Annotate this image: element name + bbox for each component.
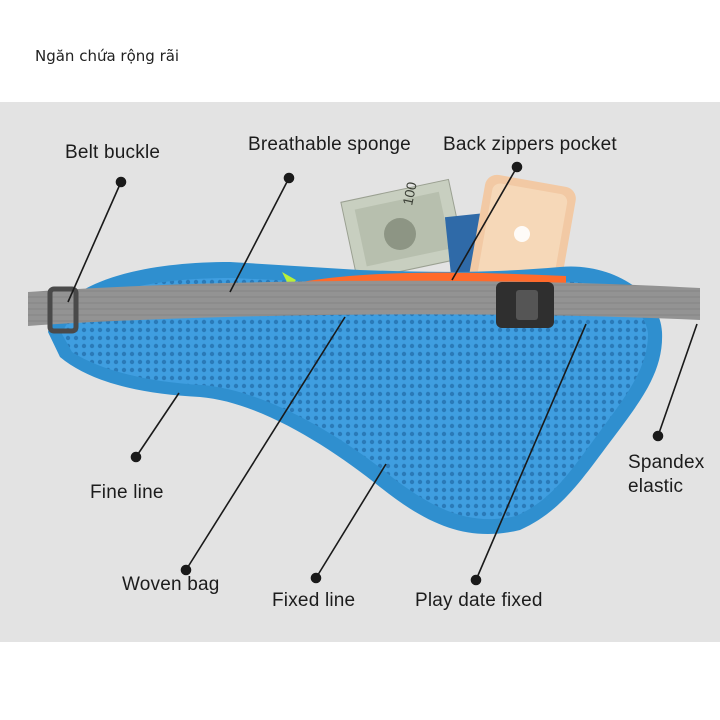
label-elastic: elastic — [628, 476, 684, 497]
bag-mesh-panel — [62, 278, 648, 520]
label-belt-buckle: Belt buckle — [65, 142, 161, 163]
label-fixed-line: Fixed line — [272, 590, 356, 611]
label-back-zippers-pocket: Back zippers pocket — [443, 134, 617, 155]
label-spandex: Spandex — [628, 452, 705, 473]
waist-bag-illustration: 100 — [28, 161, 700, 586]
page-title: Ngăn chứa rộng rãi — [35, 47, 180, 65]
label-fine-line: Fine line — [90, 482, 164, 503]
product-photo: 100 — [0, 102, 720, 642]
label-breathable-sponge: Breathable sponge — [248, 134, 411, 155]
banknote-value: 100 — [399, 180, 420, 206]
label-play-date-fixed: Play date fixed — [415, 590, 543, 611]
label-woven-bag: Woven bag — [122, 574, 220, 595]
belt-buckle — [496, 282, 554, 328]
left-slider-buckle — [47, 286, 79, 334]
callout-lines — [67, 161, 698, 586]
banknote: 100 — [340, 178, 466, 282]
